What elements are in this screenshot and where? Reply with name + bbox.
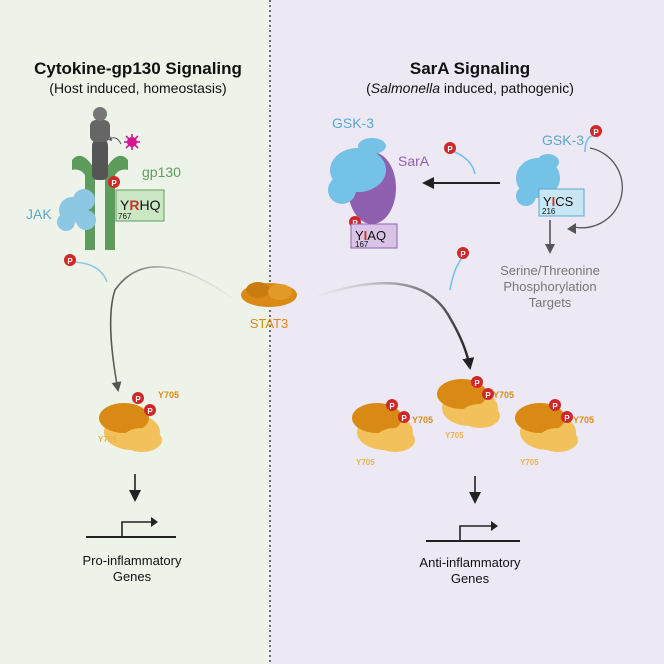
complex-sara-label: SarA — [398, 153, 430, 169]
gsk3-motif-sequence: YICS — [543, 194, 574, 209]
right-gene-promoter-icon — [426, 521, 520, 542]
stat3-label: STAT3 — [250, 316, 289, 331]
sara-motif-box — [350, 223, 398, 249]
autophosphorylation-loop — [573, 147, 623, 229]
free-gsk3-label: GSK-3 — [542, 132, 584, 148]
middle-free-phosphate-icon: P — [444, 142, 476, 175]
right-dimer-2-phospho-badges: P P — [471, 376, 494, 400]
svg-text:P: P — [593, 128, 599, 137]
gsk3-loop-phospho-icon: P — [584, 125, 602, 153]
svg-text:P: P — [564, 414, 570, 423]
autophosphorylation-arrowhead — [567, 223, 576, 234]
right-activation-arrow — [317, 281, 475, 370]
targets-label-line3: Targets — [529, 295, 572, 310]
sara-motif-number: 167 — [355, 240, 369, 249]
left-outcome-label-line1: Pro-inflammatory — [83, 553, 182, 568]
right-dimer-3-phospho-badges: P P — [549, 399, 573, 423]
right-dimer-1-y705-upper: Y705 — [412, 415, 433, 425]
right-outcome-label-line2: Genes — [451, 571, 490, 586]
gp130-motif-box — [115, 189, 165, 222]
cytokine-binding-arrowhead — [109, 136, 112, 141]
gp130-label: gp130 — [142, 164, 181, 180]
svg-text:P: P — [447, 145, 453, 154]
right-dimer-3-y705-lower: Y705 — [520, 458, 539, 467]
svg-text:P: P — [401, 414, 407, 423]
right-stat3-dimer-icon-1 — [352, 403, 415, 452]
left-panel-background — [0, 0, 270, 664]
right-dimer-1-y705-lower: Y705 — [356, 458, 375, 467]
sara-motif-sequence: YIAQ — [355, 228, 386, 243]
right-dimer-3-y705-upper: Y705 — [573, 415, 594, 425]
right-outcome-label-line1: Anti-inflammatory — [419, 555, 521, 570]
svg-text:P: P — [552, 402, 558, 411]
targets-label-line2: Phosphorylation — [503, 279, 596, 294]
gp130-motif-number: 767 — [118, 212, 132, 221]
right-dimer-2-y705-lower: Y705 — [445, 431, 464, 440]
left-activation-arrow — [109, 266, 233, 392]
left-panel-title: Cytokine-gp130 Signaling — [34, 59, 242, 78]
left-stat3-phospho-badge-2: P — [144, 404, 156, 416]
stat3-monomer-icon — [241, 282, 297, 307]
svg-text:P: P — [485, 391, 491, 400]
complex-gsk3-label: GSK-3 — [332, 115, 374, 131]
right-dimer-1-phospho-badges: P P — [386, 399, 410, 423]
left-y705-label-lower: Y705 — [98, 435, 117, 444]
right-panel-background — [270, 0, 664, 664]
left-gene-promoter-icon — [86, 517, 176, 538]
right-stat3-dimer-icon-3 — [515, 403, 578, 452]
left-stat3-dimer-icon — [99, 403, 162, 452]
jak-label: JAK — [26, 206, 52, 222]
svg-text:P: P — [460, 250, 466, 259]
left-panel-subtitle: (Host induced, homeostasis) — [49, 80, 226, 96]
right-free-phosphate-icon: P — [449, 247, 469, 291]
receptor-phospho-badge: P — [108, 176, 120, 188]
right-panel-subtitle: (Salmonella induced, pathogenic) — [366, 80, 574, 96]
gp130-motif-sequence: YRHQ — [120, 197, 161, 213]
svg-text:P: P — [389, 402, 395, 411]
targets-label-line1: Serine/Threonine — [500, 263, 600, 278]
right-dimer-2-y705-upper: Y705 — [493, 390, 514, 400]
gsk3-sara-complex-icon — [328, 138, 386, 204]
left-y705-label-upper: Y705 — [158, 390, 179, 400]
cytokine-icon — [124, 134, 140, 150]
free-gsk3-icon — [516, 154, 560, 206]
left-free-phosphate-icon: P — [64, 254, 108, 283]
left-outcome-label-line2: Genes — [113, 569, 152, 584]
svg-text:P: P — [67, 257, 73, 266]
svg-text:P: P — [135, 395, 141, 404]
svg-text:P: P — [147, 407, 153, 416]
svg-text:P: P — [111, 179, 117, 188]
gsk3-motif-box — [538, 188, 585, 217]
jak-kinase-icon — [57, 189, 96, 231]
gsk3-motif-number: 216 — [542, 207, 556, 216]
svg-text:P: P — [474, 379, 480, 388]
right-panel-title: SarA Signaling — [410, 59, 530, 78]
left-stat3-phospho-badge-1: P — [132, 392, 144, 404]
